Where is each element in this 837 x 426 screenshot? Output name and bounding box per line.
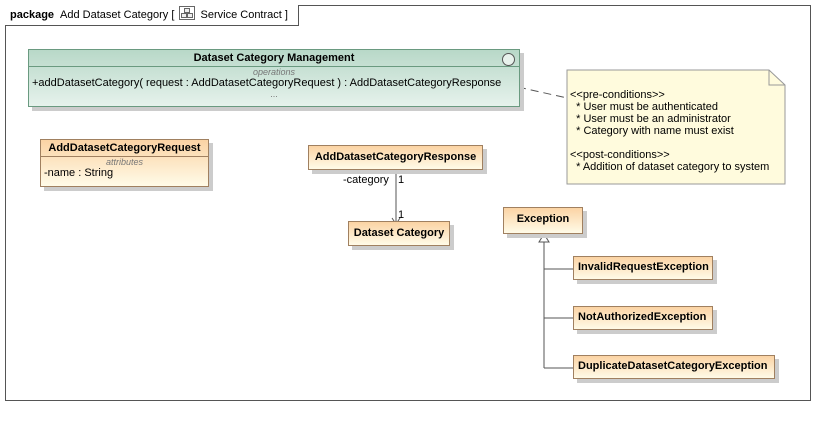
circle-icon xyxy=(502,53,515,66)
frame-diagram-type: Service Contract xyxy=(200,9,282,21)
invalid-request-exception-class[interactable]: InvalidRequestException xyxy=(573,256,713,280)
constraint-note: <<pre-conditions>> * User must be authen… xyxy=(570,89,770,173)
response-class-title: AddDatasetCategoryResponse xyxy=(314,151,477,163)
exception-title: Exception xyxy=(516,213,570,225)
frame-name: Add Dataset Category xyxy=(60,9,169,21)
association-role: -category xyxy=(343,174,389,186)
subclass-title: DuplicateDatasetCategoryException xyxy=(578,360,768,372)
target-multiplicity: 1 xyxy=(398,209,405,221)
subclass-title: NotAuthorizedException xyxy=(578,311,707,323)
frame-open-bracket: [ xyxy=(171,9,175,21)
frame-keyword: package xyxy=(10,9,55,21)
operations-label: operations xyxy=(252,67,296,77)
subclass-title: InvalidRequestException xyxy=(578,261,709,273)
operations-ellipsis: ... xyxy=(270,89,278,99)
not-authorized-exception-class[interactable]: NotAuthorizedException xyxy=(573,306,713,330)
source-multiplicity: 1 xyxy=(398,174,405,186)
diagram-icon xyxy=(179,6,196,20)
management-class[interactable]: Dataset Category Management operations +… xyxy=(28,49,520,107)
operation-signature: +addDatasetCategory( request : AddDatase… xyxy=(32,77,502,89)
dataset-category-class[interactable]: Dataset Category xyxy=(348,221,450,246)
name-attribute: -name : String xyxy=(44,167,114,179)
note-shape xyxy=(566,69,786,185)
dataset-category-title: Dataset Category xyxy=(353,227,445,239)
frame-close-bracket: ] xyxy=(284,9,288,21)
duplicate-dataset-category-exception-class[interactable]: DuplicateDatasetCategoryException xyxy=(573,355,775,379)
attributes-label: attributes xyxy=(105,157,144,167)
response-class[interactable]: AddDatasetCategoryResponse xyxy=(308,145,483,170)
request-class[interactable]: AddDatasetCategoryRequest attributes -na… xyxy=(40,139,209,187)
request-class-title: AddDatasetCategoryRequest xyxy=(48,142,201,154)
frame-tab: package Add Dataset Category [ Service Co… xyxy=(5,5,299,26)
management-title: Dataset Category Management xyxy=(193,52,355,64)
exception-class[interactable]: Exception xyxy=(503,207,583,234)
note-anchor-line xyxy=(517,86,568,99)
note-fold xyxy=(768,70,785,86)
